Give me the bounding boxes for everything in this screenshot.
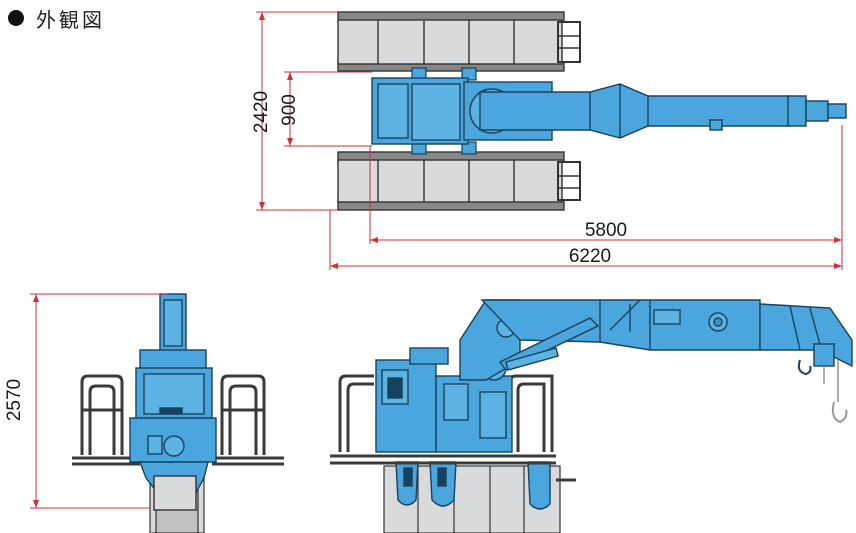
dim-front-height-label: 2570 [4, 379, 25, 421]
front-view-left-rail [72, 374, 140, 466]
side-view-hook [797, 343, 848, 424]
front-view-dimension-lines [30, 293, 168, 509]
side-view-body [375, 299, 521, 453]
dim-length-total-label: 6220 [569, 246, 611, 267]
bullet-icon [8, 10, 24, 26]
top-view-dimension-lines [256, 11, 843, 270]
front-view-body [129, 293, 217, 511]
side-view-outrigger-legs [395, 461, 551, 510]
dim-length-inner-label: 5800 [585, 220, 627, 241]
front-view-dimension-arrows [33, 294, 39, 508]
front-view-right-rail [212, 374, 284, 466]
top-view: 2420 900 5800 6220 [251, 11, 847, 270]
dim-track-gap-label: 900 [279, 94, 300, 126]
front-view: 2570 [4, 293, 284, 533]
top-view-upper-track [337, 11, 581, 72]
top-view-boom [479, 83, 847, 139]
section-heading-text: 外観図 [36, 7, 105, 32]
side-view [330, 299, 853, 533]
side-view-boom [480, 299, 853, 371]
dim-total-width-label: 2420 [251, 91, 272, 133]
top-view-lower-track [337, 151, 581, 211]
section-heading: 外観図 [8, 2, 105, 34]
top-view-dimension-arrows [259, 12, 842, 269]
